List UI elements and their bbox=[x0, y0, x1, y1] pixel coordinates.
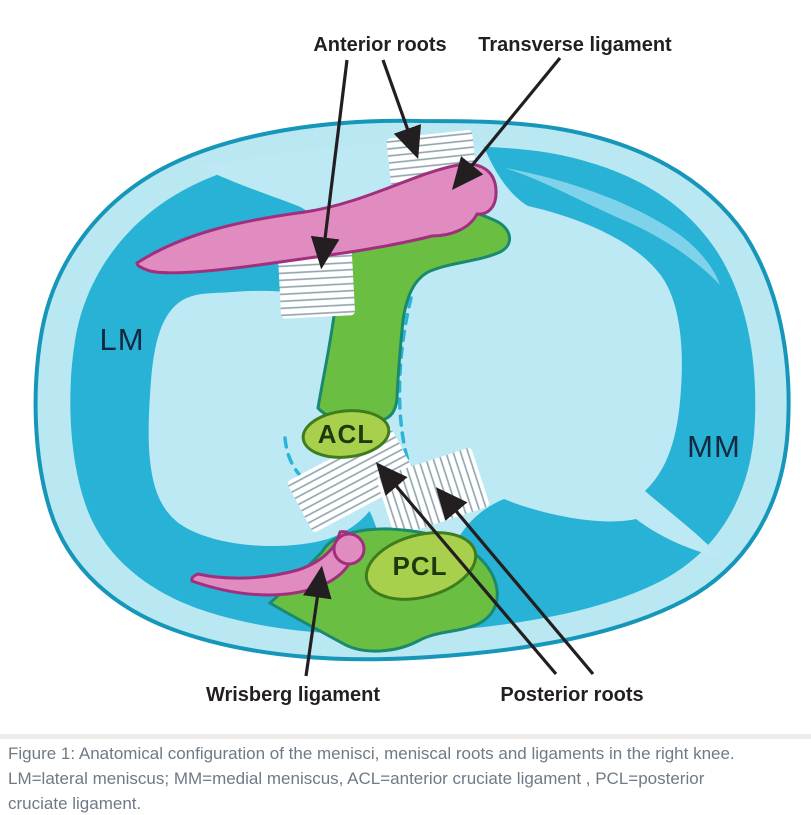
lateral-meniscus-label: LM bbox=[99, 322, 144, 357]
wrisberg-ligament-label: Wrisberg ligament bbox=[206, 684, 380, 706]
arrow-anterior-root-mm bbox=[381, 59, 422, 160]
transverse-ligament-label: Transverse ligament bbox=[478, 34, 672, 56]
arrow-posterior-root-lm bbox=[375, 462, 558, 676]
medial-plateau-shape bbox=[200, 140, 720, 629]
figure-caption: Figure 1: Anatomical configuration of th… bbox=[0, 741, 803, 815]
transverse-ligament-shape bbox=[135, 162, 498, 275]
medial-meniscus-label: MM bbox=[687, 429, 741, 464]
acl-label-oval bbox=[301, 409, 391, 459]
caption-divider bbox=[0, 734, 811, 739]
acl-label: ACL bbox=[318, 419, 374, 449]
pcl-label: PCL bbox=[393, 551, 448, 581]
arrow-posterior-root-mm bbox=[435, 487, 595, 676]
arrow-wrisberg-ligament bbox=[303, 565, 332, 677]
fiber-band-lm-posterior-root bbox=[287, 428, 417, 532]
caption-line-3: cruciate ligament. bbox=[8, 794, 142, 813]
wrisberg-ligament-knob bbox=[332, 532, 366, 566]
caption-line-1: Figure 1: Anatomical configuration of th… bbox=[8, 744, 735, 763]
anterior-roots-label: Anterior roots bbox=[313, 34, 446, 56]
knee-anatomy-illustration: ACL PCL LM MM Anterior roots Transverse … bbox=[33, 34, 791, 706]
arrow-anterior-root-lm bbox=[310, 59, 349, 270]
posterior-roots-label: Posterior roots bbox=[500, 684, 643, 706]
caption-line-2: LM=lateral meniscus; MM=medial meniscus,… bbox=[8, 769, 705, 788]
arrow-transverse-ligament bbox=[451, 56, 562, 190]
